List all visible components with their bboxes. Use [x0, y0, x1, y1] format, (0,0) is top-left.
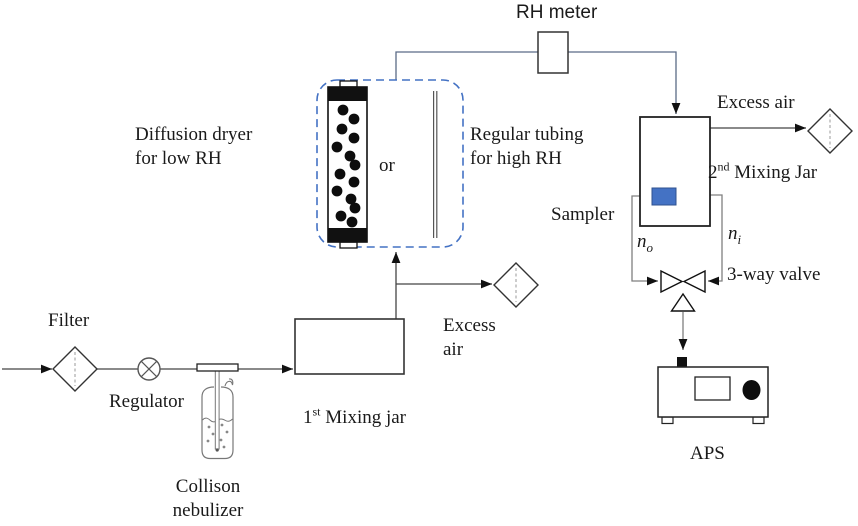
regular-tubing-icon — [433, 91, 438, 238]
mixing-jar-2-label: 2nd Mixing Jar — [708, 159, 818, 183]
inlet-filter-icon — [52, 346, 98, 392]
liquid-bubble — [219, 438, 223, 442]
aps-label: APS — [690, 443, 725, 464]
desiccant-dot — [349, 159, 361, 171]
dryer-desiccant-dots — [331, 104, 361, 228]
regulator-label: Regulator — [109, 391, 184, 412]
desiccant-dot — [345, 193, 357, 205]
liquid-bubble — [222, 445, 226, 449]
excess-filter-mid-icon — [493, 262, 539, 308]
aps-knob — [742, 380, 761, 400]
excess-air-mid-label: Excess air — [443, 315, 496, 361]
dryer-bottom-fitting — [339, 241, 358, 249]
dryer-bottom-cap — [328, 228, 367, 242]
regular-tubing-label: Regular tubing for high RH — [470, 124, 584, 170]
liquid-bubble — [225, 430, 229, 434]
rh-meter-label: RH meter — [516, 2, 598, 23]
desiccant-dot — [348, 113, 360, 125]
dryer-to-jar2-line — [395, 51, 681, 114]
nebulizer-cap — [196, 363, 239, 372]
sampler-rect — [651, 187, 677, 206]
liquid-bubble — [220, 423, 224, 427]
desiccant-dot — [348, 132, 360, 144]
three-way-valve-icon — [660, 269, 706, 312]
mixing-jar-1-box — [294, 318, 405, 375]
dryer-top-cap — [328, 87, 367, 101]
valve-right-triangle — [682, 269, 706, 294]
desiccant-dot — [331, 185, 343, 197]
excess-filter-top-icon — [807, 108, 853, 154]
nebulizer-bubbles — [206, 423, 229, 449]
regulator-cross-line — [140, 360, 158, 378]
or-label: or — [379, 155, 395, 176]
collison-nebulizer-icon — [196, 363, 239, 460]
liquid-bubble — [211, 432, 215, 436]
nebulizer-tube-tip — [215, 448, 219, 452]
nebulizer-bottle — [201, 386, 234, 460]
n-in-label: ni — [728, 223, 742, 247]
rh-meter-box — [537, 31, 569, 74]
dryer-option-dashed-box — [316, 79, 464, 248]
nebulizer-tube — [214, 370, 220, 450]
desiccant-dot — [346, 216, 358, 228]
desiccant-dot — [344, 150, 356, 162]
three-way-valve-label: 3-way valve — [727, 264, 821, 285]
desiccant-dot — [336, 123, 348, 135]
valve-left-triangle — [660, 269, 684, 294]
excess-air-top-label: Excess air — [717, 92, 795, 113]
aps-display — [694, 376, 731, 401]
diffusion-dryer-icon — [327, 80, 368, 249]
desiccant-dot — [334, 168, 346, 180]
desiccant-dot — [348, 176, 360, 188]
nebulizer-spout — [224, 378, 234, 387]
n-out-label: no — [637, 231, 653, 255]
collison-nebulizer-label: Collison nebulizer — [172, 476, 244, 522]
valve-bottom-triangle — [670, 292, 696, 312]
filter-label: Filter — [48, 310, 90, 331]
mixing-jar-2-box — [639, 116, 711, 227]
regulator-icon — [137, 357, 161, 381]
desiccant-dot — [331, 141, 343, 153]
desiccant-dot — [337, 104, 349, 116]
sampler-label: Sampler — [551, 204, 615, 225]
diffusion-dryer-label: Diffusion dryer for low RH — [135, 124, 253, 170]
aps-foot-right — [752, 416, 765, 425]
liquid-bubble — [206, 439, 210, 443]
desiccant-dot — [335, 210, 347, 222]
sampler-outer-loop-line — [631, 195, 658, 286]
desiccant-dot — [349, 202, 361, 214]
aps-foot-left — [661, 416, 674, 425]
liquid-bubble — [207, 425, 211, 429]
aps-instrument-icon — [657, 357, 769, 425]
mixing-jar-1-label: 1st Mixing jar — [303, 404, 407, 428]
dryer-top-fitting — [339, 80, 358, 88]
aps-inlet — [677, 357, 687, 367]
